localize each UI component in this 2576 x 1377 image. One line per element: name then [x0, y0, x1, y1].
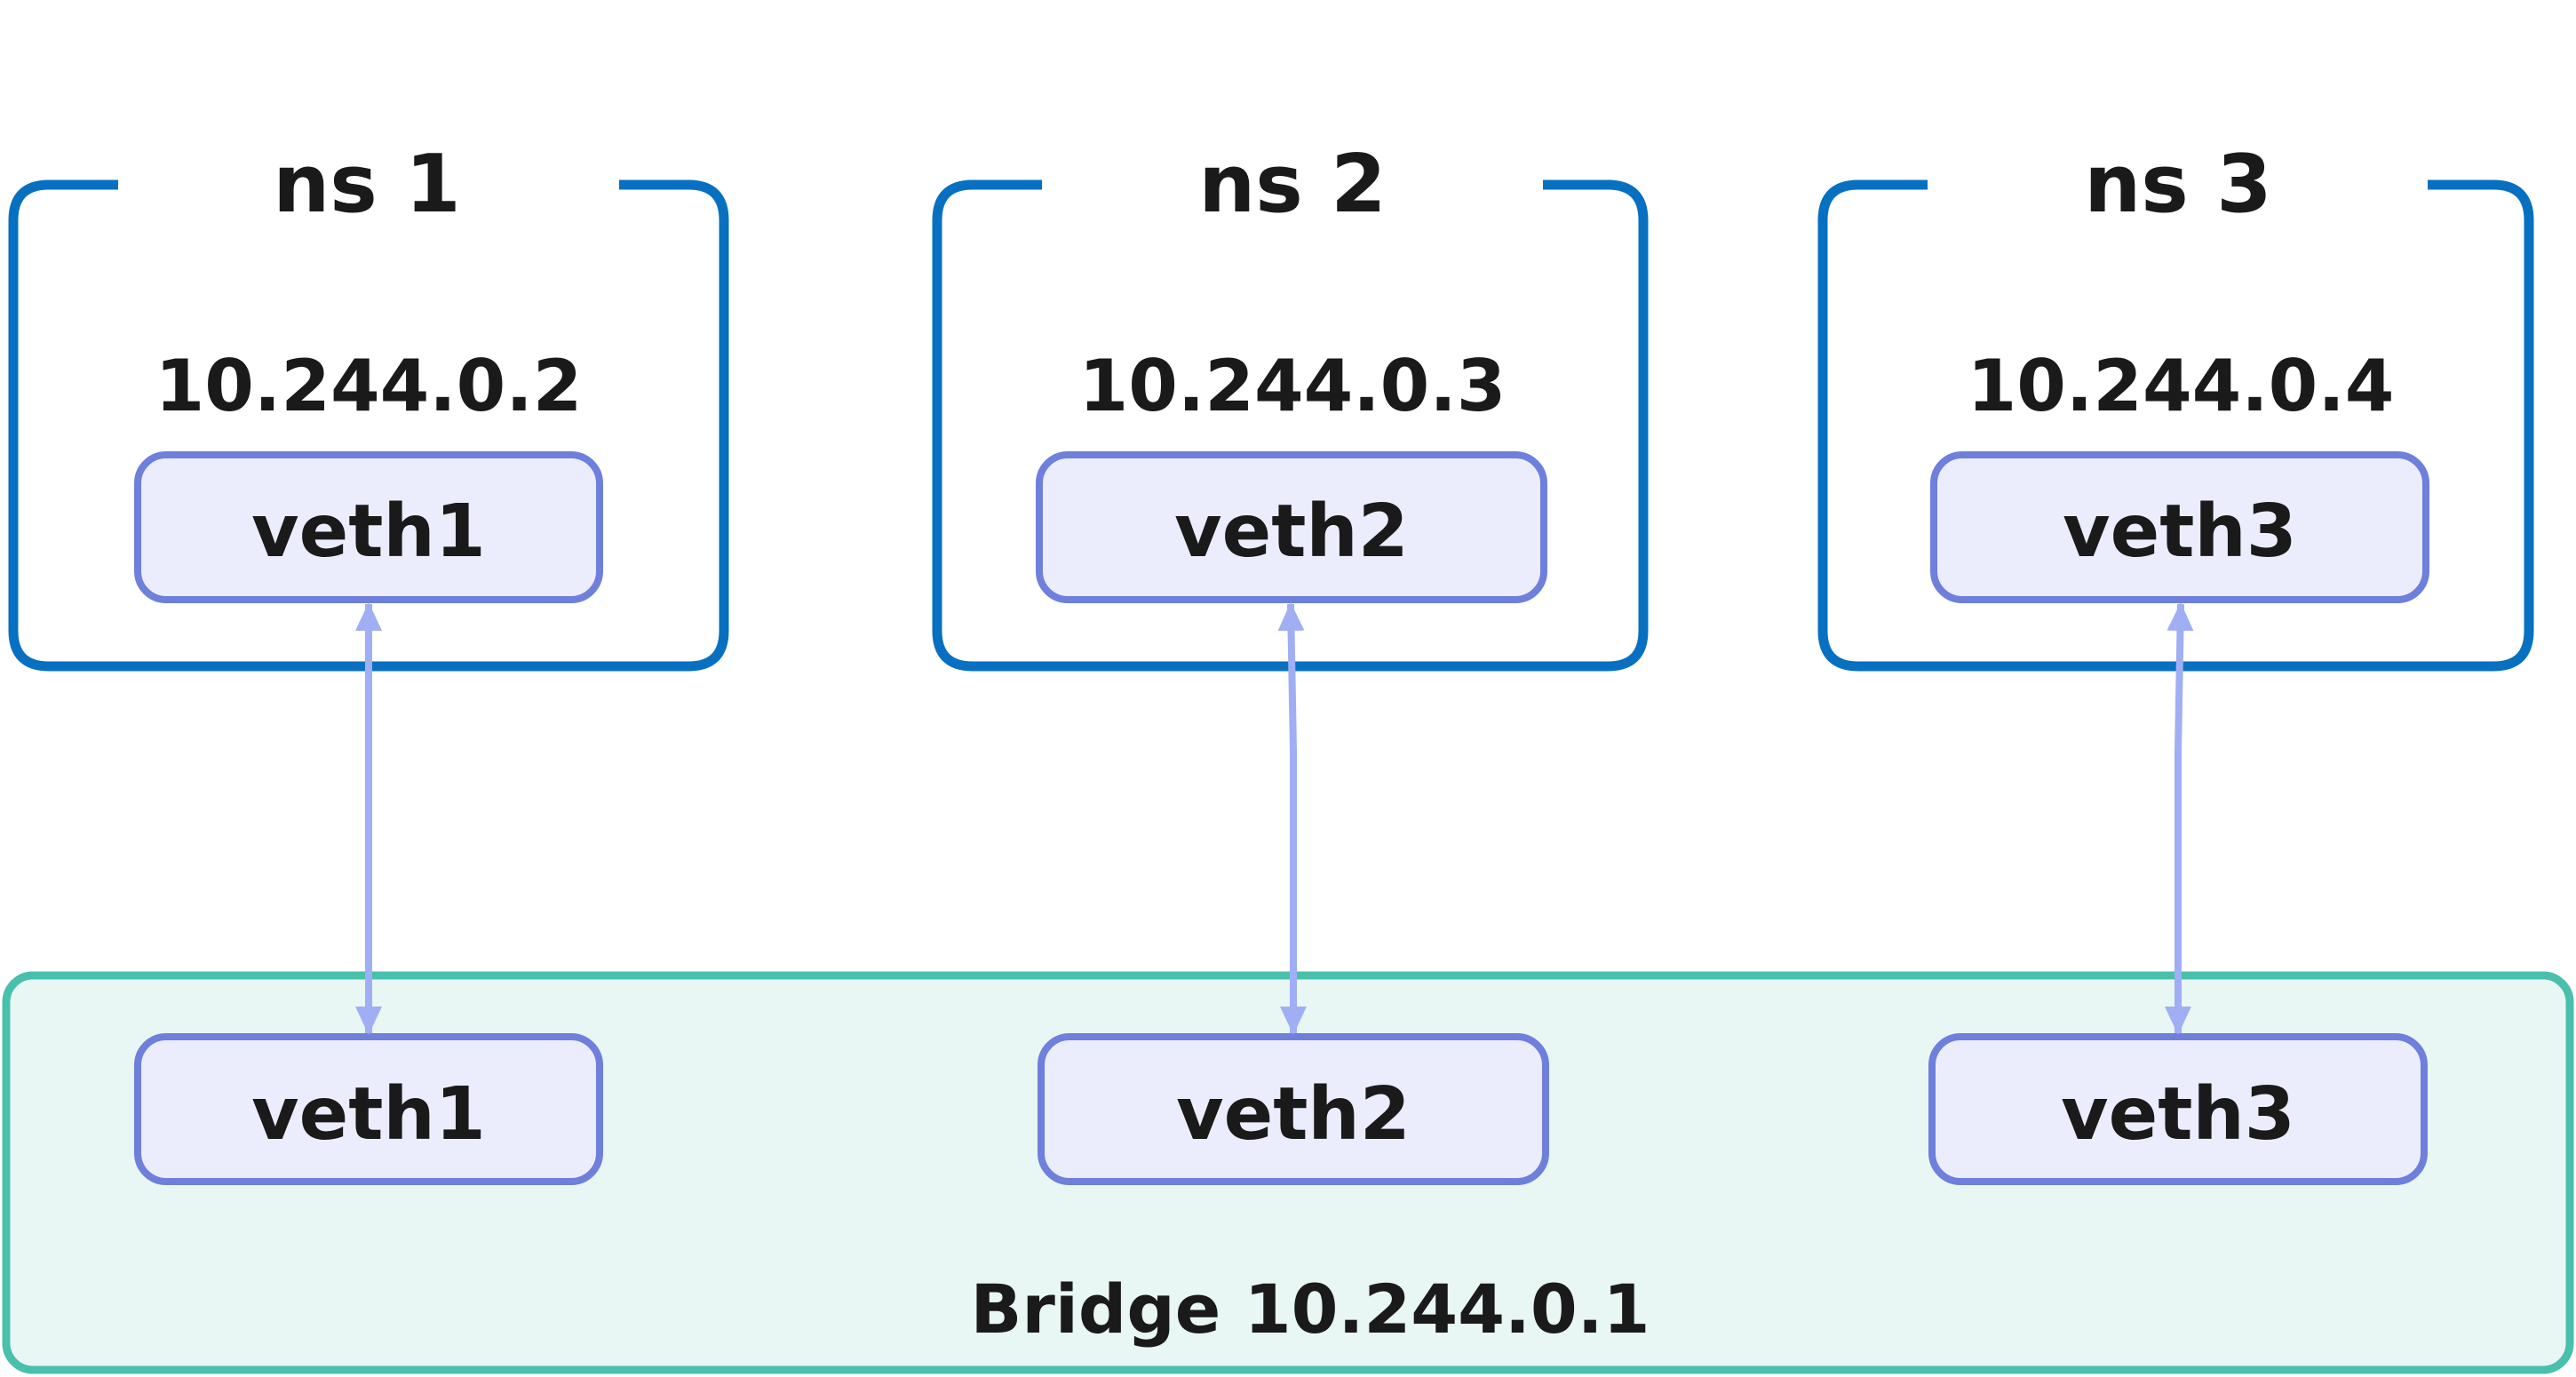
namespace-1: ns 1 10.244.0.2 veth1	[8, 138, 729, 672]
namespace-2-interface-label: veth2	[1174, 490, 1409, 574]
namespace-2-ip: 10.244.0.3	[1079, 345, 1507, 427]
namespace-2-interface[interactable]: veth2	[1036, 451, 1547, 603]
bridge-interface-2-label: veth2	[1176, 1072, 1411, 1157]
namespace-2: ns 2 10.244.0.3 veth2	[932, 138, 1649, 672]
bridge-interface-1-label: veth1	[251, 1072, 486, 1157]
namespace-3: ns 3 10.244.0.4 veth3	[1817, 138, 2534, 672]
namespace-3-interface[interactable]: veth3	[1930, 451, 2429, 603]
namespace-3-ip: 10.244.0.4	[1968, 345, 2395, 427]
namespace-2-interface-box	[1036, 451, 1547, 603]
bridge-interface-3-box	[1928, 1033, 2428, 1185]
namespace-1-title: ns 1	[273, 138, 461, 231]
namespace-1-interface-box	[134, 451, 603, 603]
namespace-3-interface-box	[1930, 451, 2429, 603]
namespace-1-ip: 10.244.0.2	[155, 345, 583, 427]
namespace-1-interface[interactable]: veth1	[134, 451, 603, 603]
namespace-2-title: ns 2	[1198, 138, 1387, 231]
bridge-interface-2-box	[1038, 1033, 1549, 1185]
link-veth3	[2165, 602, 2194, 1035]
bridge-label: Bridge 10.244.0.1	[970, 1270, 1650, 1349]
bridge-interface-3-label: veth3	[2061, 1072, 2295, 1157]
link-veth2	[1277, 602, 1307, 1035]
bridge-interface-2[interactable]: veth2	[1038, 1033, 1549, 1185]
namespace-3-title: ns 3	[2084, 138, 2272, 231]
bridge-interface-1[interactable]: veth1	[134, 1033, 603, 1185]
links	[355, 602, 2194, 1035]
namespace-1-interface-label: veth1	[251, 490, 486, 574]
bridge-interface-3[interactable]: veth3	[1928, 1033, 2428, 1185]
namespace-3-interface-label: veth3	[2063, 490, 2297, 574]
bridge-interface-1-box	[134, 1033, 603, 1185]
